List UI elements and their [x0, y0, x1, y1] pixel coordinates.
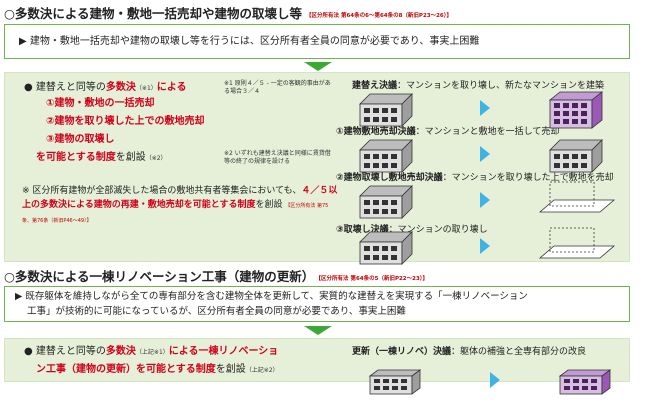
proposal-item-2: ②建物を取り壊した上での敷地売却	[46, 116, 205, 127]
note-2: ※2 いずれも建替え決議と同様に賃貸借等の終了の規律を設ける	[224, 150, 331, 165]
section2-heading-text: ○多数決による一棟リノベーション工事（建物の更新）	[4, 269, 315, 284]
proposal-note-ref1: （※1）	[135, 85, 157, 92]
building-icon	[359, 185, 413, 219]
right-arrow-icon	[480, 238, 490, 254]
building-sold-icon	[549, 139, 603, 173]
extra-line1: ※ 区分所有建物が全部滅失した場合の敷地共有者等集会においても、	[22, 186, 302, 196]
proposal2-line2: ン工事（建物の更新）を可能とする制度を創設（上記※2）	[36, 362, 279, 377]
resolution-2: ②建物取壊し敷地売却決議：マンションを取り壊した上で敷地を売却	[336, 170, 614, 183]
building-icon	[359, 231, 413, 265]
proposal-line1: ● 建替えと同等の多数決（※1）による	[24, 80, 186, 95]
bullet-icon: ●	[24, 346, 33, 357]
issue-box-1: ▶ 建物・敷地一括売却や建物の取壊し等を行うには、区分所有者全員の同意が必要であ…	[4, 24, 630, 59]
extra-ref: 【区分所有法 第75条、第76条（新旧P46～49）】	[22, 203, 329, 224]
extra-paragraph: ※ 区分所有建物が全部滅失した場合の敷地共有者等集会においても、４／５以上の多数…	[22, 184, 338, 228]
extra-red: ４／５以上の多数決による建物の再建・敷地売却を可能とする制度	[22, 186, 338, 210]
proposal2-line1: ● 建替えと同等の多数決（上記※1）による一棟リノベーショ	[24, 344, 278, 359]
resolution-rebuild-title: 建替え決議	[352, 81, 398, 91]
proposal2-red1: 多数決	[105, 346, 136, 357]
resolution-2-title: ②建物取壊し敷地売却決議	[336, 173, 443, 183]
proposal-line1-pre: 建替えと同等の	[35, 82, 106, 93]
resolution-renovation: 更新（一棟リノベ）決議：躯体の補強と全専有部分の改良	[352, 344, 586, 357]
proposal-line-last: を可能とする制度を創設（※2）	[36, 150, 167, 165]
section2-heading: ○多数決による一棟リノベーション工事（建物の更新）【区分所有法 第64条の5（新…	[4, 266, 428, 285]
right-arrow-icon	[480, 146, 490, 162]
proposal-item-1: ①建物・敷地の一括売却	[46, 98, 155, 109]
resolution-illustrations	[359, 91, 615, 265]
renovation-illustration	[369, 369, 611, 395]
extra-post: を創設	[255, 200, 283, 210]
proposal-note-ref2: （※2）	[145, 155, 167, 162]
resolution-3-desc: ：マンションの取り壊し	[388, 225, 488, 235]
building-icon	[359, 139, 413, 173]
proposal2-note1: （上記※1）	[135, 349, 169, 356]
resolution-3: ③取壊し決議：マンションの取り壊し	[336, 222, 488, 235]
issue-text-1: ▶ 建物・敷地一括売却や建物の取壊し等を行うには、区分所有者全員の同意が必要であ…	[19, 36, 480, 47]
proposal2-pre: 建替えと同等の	[35, 346, 106, 357]
proposal-panel-2	[4, 338, 630, 382]
proposal-line1-post: による	[156, 82, 187, 93]
section1-heading-text: ○多数決による建物・敷地一括売却や建物の取壊し等	[4, 6, 303, 21]
building-new-icon	[549, 91, 603, 129]
land-lot-icon	[539, 181, 615, 213]
resolution-renovation-desc: ：躯体の補強と全専有部分の改良	[451, 347, 587, 357]
proposal-item-3: ③建物の取壊し	[46, 134, 115, 145]
resolution-1-title: ①建物敷地売却決議	[336, 127, 416, 137]
resolution-1: ①建物敷地売却決議：マンションと敷地を一括して売却	[336, 124, 559, 137]
resolution-rebuild-desc: ：マンションを取り壊し、新たなマンションを建築	[397, 81, 605, 91]
proposal2-red3: ン工事（建物の更新）を可能とする制度	[36, 364, 216, 375]
building-renovated-icon	[559, 369, 611, 395]
proposal2-note2: （上記※2）	[245, 367, 279, 374]
proposal-last-post: を創設	[115, 152, 146, 163]
proposal-last-red: を可能とする制度	[36, 152, 116, 163]
proposal-line1-red: 多数決	[105, 82, 136, 93]
resolution-rebuild: 建替え決議：マンションを取り壊し、新たなマンションを建築	[352, 78, 604, 91]
section1-heading: ○多数決による建物・敷地一括売却や建物の取壊し等【区分所有法 第64条の6～第6…	[4, 3, 452, 22]
land-lot-icon	[539, 227, 615, 259]
right-arrow-icon	[490, 372, 500, 388]
note-1: ※1 原則４／５ - 一定の客観的事由がある場合３／４	[224, 80, 331, 95]
right-arrow-icon	[480, 100, 490, 116]
proposal2-red2: による一棟リノベーショ	[168, 346, 279, 357]
resolution-renovation-title: 更新（一棟リノベ）決議	[352, 347, 452, 357]
proposal2-post: を創設	[215, 364, 246, 375]
section1-ref: 【区分所有法 第64条の6～第64条の8（新旧P23～26）】	[306, 12, 453, 19]
proposal-panel-1	[4, 72, 630, 262]
down-arrow-icon	[304, 62, 332, 71]
section2-ref: 【区分所有法 第64条の5（新旧P22～23）】	[318, 275, 429, 282]
issue-text-2a: ▶ 既存躯体を維持しながら全ての専有部分を含む建物全体を更新して、実質的な建替え…	[15, 291, 528, 302]
issue-box-2: ▶ 既存躯体を維持しながら全ての専有部分を含む建物全体を更新して、実質的な建替え…	[4, 286, 630, 322]
down-arrow-icon	[304, 326, 332, 335]
building-icon	[369, 369, 421, 395]
issue-text-2b: 工事」が技術的に可能になっているが、区分所有者全員の同意が必要であり、事実上困難	[27, 306, 406, 317]
resolution-3-title: ③取壊し決議	[336, 225, 389, 235]
resolution-1-desc: ：マンションと敷地を一括して売却	[415, 127, 560, 137]
right-arrow-icon	[480, 192, 490, 208]
resolution-2-desc: ：マンションを取り壊した上で敷地を売却	[442, 173, 614, 183]
bullet-icon: ●	[24, 82, 33, 93]
building-old-icon	[359, 93, 413, 127]
